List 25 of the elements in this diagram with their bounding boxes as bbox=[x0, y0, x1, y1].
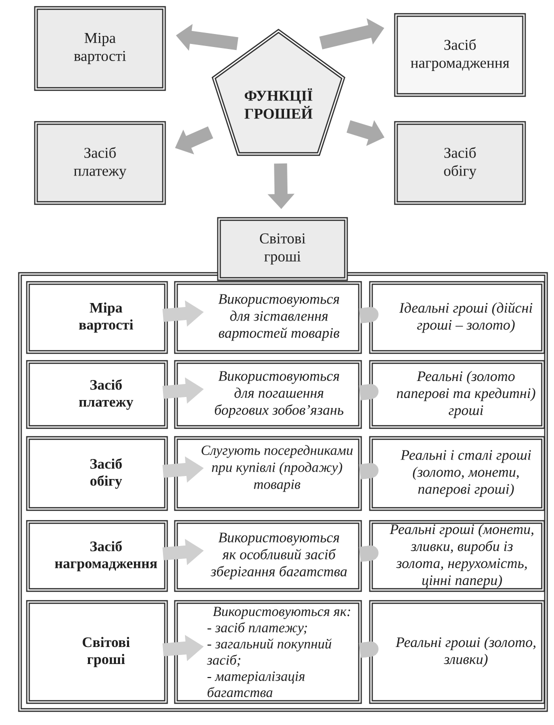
framed-box: Світові гроші bbox=[217, 217, 348, 281]
table-cell: Реальні і сталі гроші (золото, монети, паперові гроші) bbox=[369, 436, 545, 511]
table-cell: Реальні гроші (золото, зливки) bbox=[369, 600, 545, 704]
table-cell: Слугують посередниками при купівлі (продажу) товарів bbox=[174, 436, 362, 511]
table-cell: Світові гроші bbox=[26, 600, 168, 704]
half-disc-connector bbox=[358, 546, 378, 562]
table-cell: Засіб платежу bbox=[26, 360, 168, 429]
table-cell: Ідеальні гроші (дійсні гроші – золото) bbox=[369, 281, 545, 354]
framed-box: Засіб платежу bbox=[34, 121, 166, 205]
table-cell: Реальні гроші (монети, зливки, вироби із золота, нерухомість, цінні папери) bbox=[369, 520, 545, 592]
half-disc-connector bbox=[358, 642, 378, 658]
table-cell: Міра вартості bbox=[26, 281, 168, 354]
half-disc-connector bbox=[358, 307, 378, 324]
table-cell: Використовуються для погашення боргових зобов’язань bbox=[174, 360, 362, 429]
table-cell: Засіб нагромадження bbox=[26, 520, 168, 592]
table-cell: Використовуються як: - засіб платежу; - загальний покупний засіб; - матеріалізація багатства bbox=[174, 600, 362, 704]
table-cell: Реальні (золото паперові та кредитні) гроші bbox=[369, 360, 545, 429]
table-cell: Використовуються як особливий засіб зберігання багатства bbox=[174, 520, 362, 592]
table-cell: Засіб обігу bbox=[26, 436, 168, 511]
framed-box: Засіб обігу bbox=[394, 121, 526, 205]
framed-box: Засіб нагромадження bbox=[394, 13, 526, 97]
table-cell: Використовуються для зіставлення вартостей товарів bbox=[174, 281, 362, 354]
half-disc-connector bbox=[358, 463, 378, 480]
framed-box: Міра вартості bbox=[34, 6, 166, 91]
half-disc-connector bbox=[358, 384, 378, 400]
